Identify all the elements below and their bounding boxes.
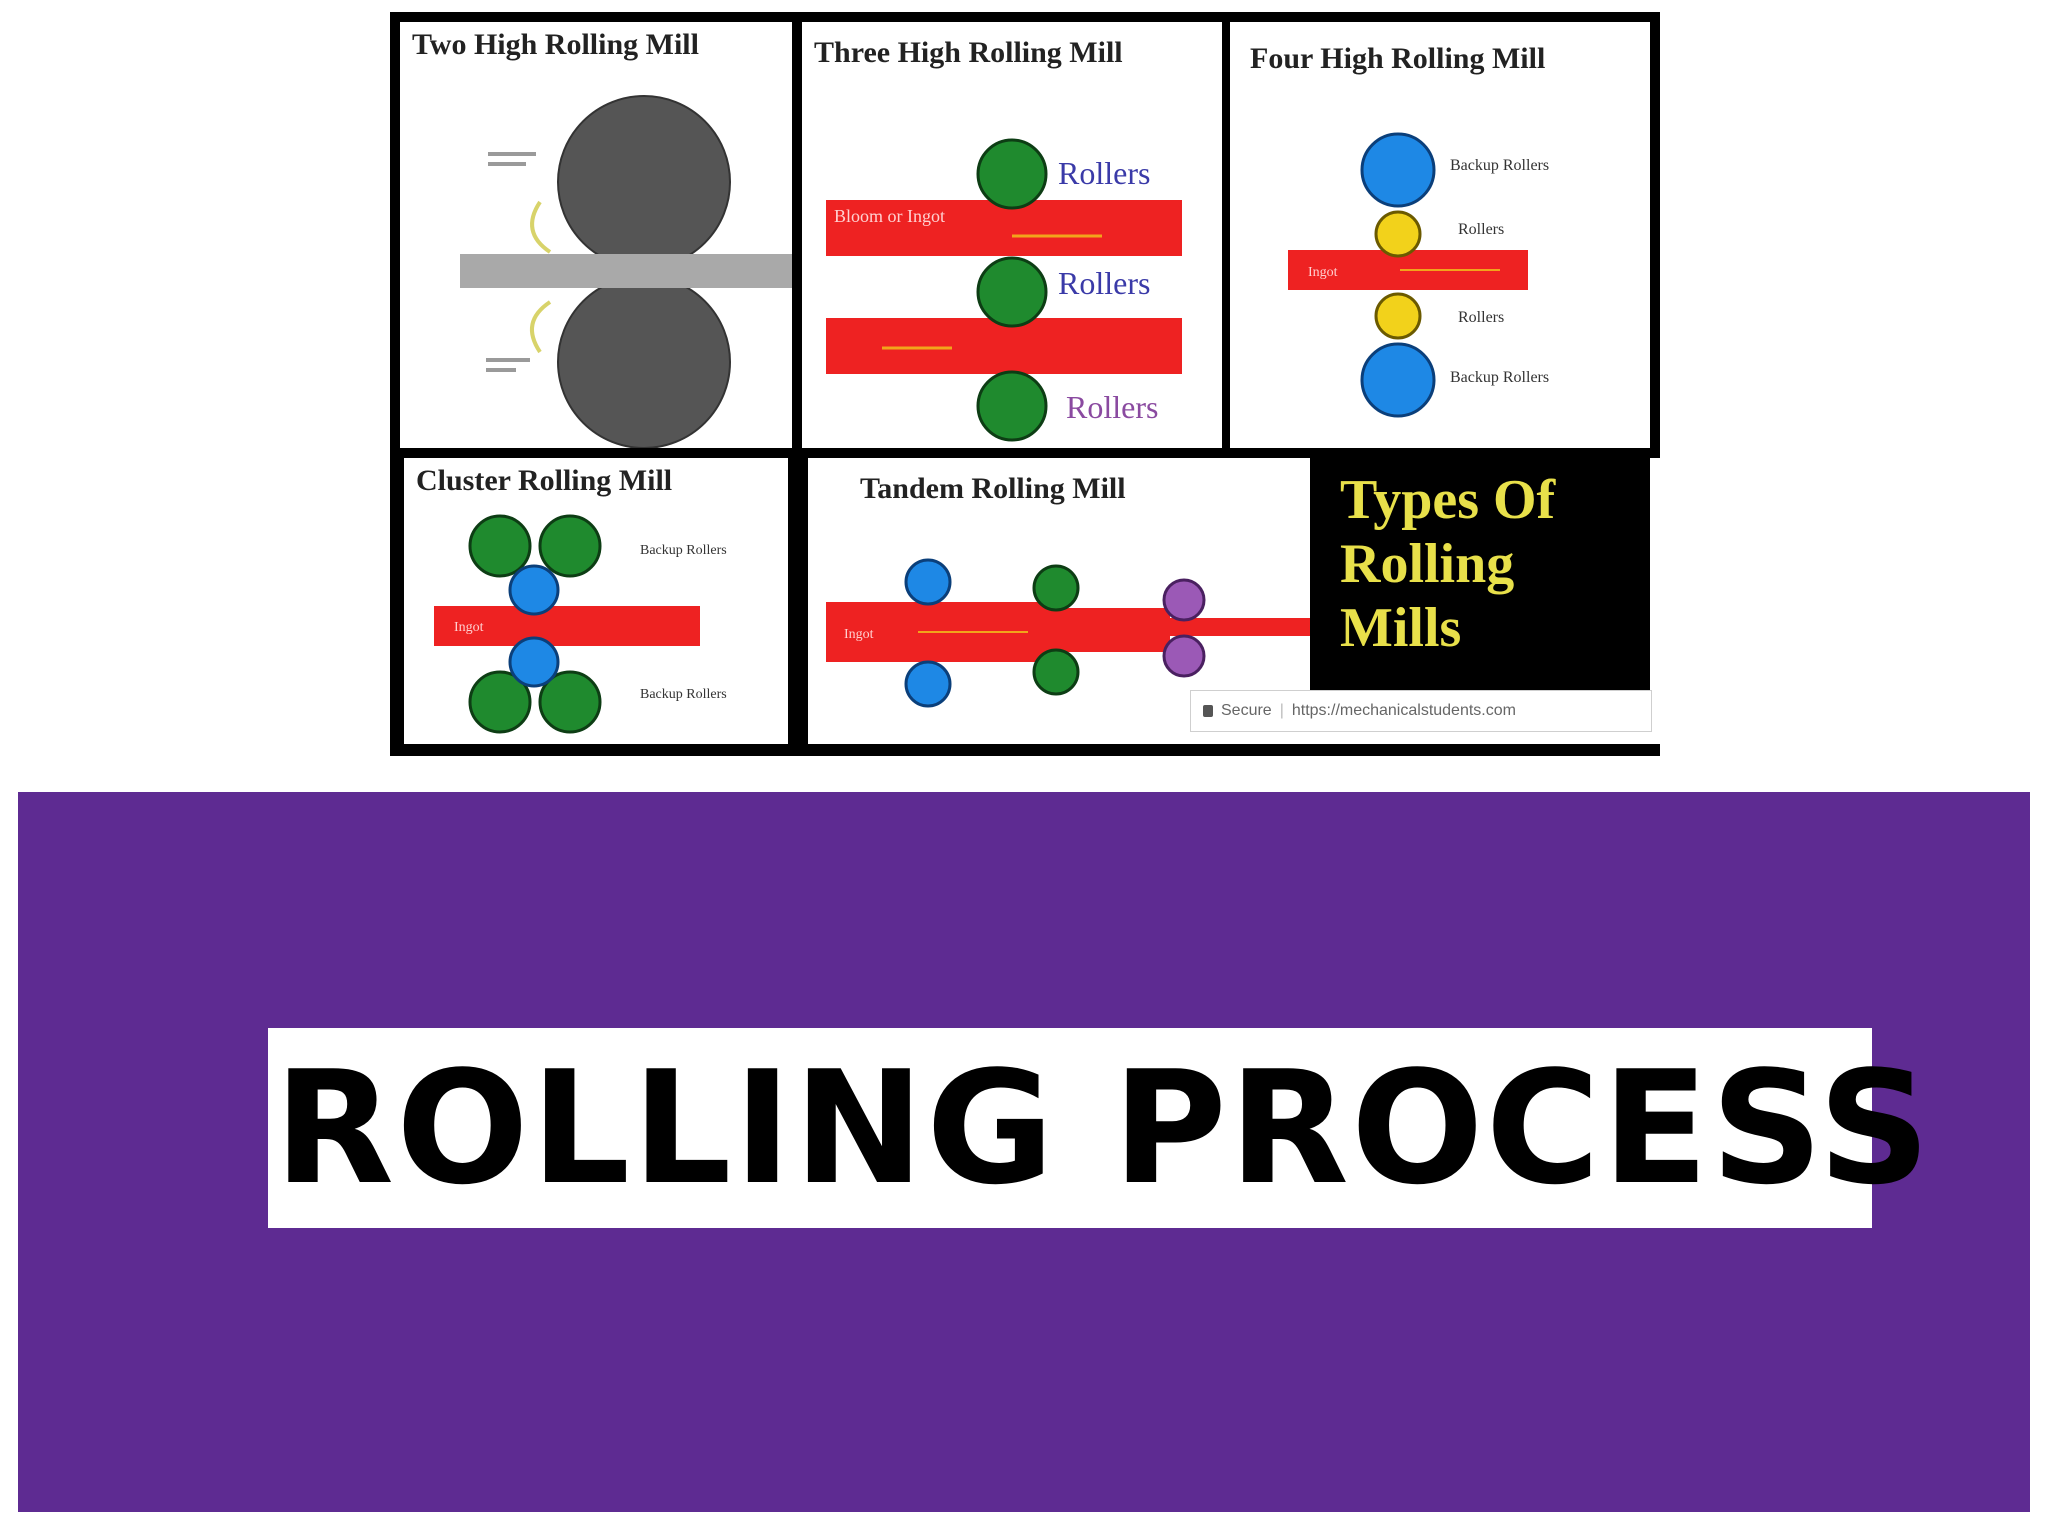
three-high-diagram: Bloom or Ingot Rollers Rollers Rollers (826, 138, 1182, 442)
rolling-mills-collage: Two High Rolling Mill Three High Rolling… (390, 12, 1698, 756)
four-high-diagram: Ingot Backup Rollers Rollers Rollers Bac… (1288, 132, 1549, 418)
annotation-mark (486, 368, 516, 372)
panel-title-four-high: Four High Rolling Mill (1250, 42, 1546, 75)
panel-three-high: Three High Rolling Mill Bloom or Ingot R… (802, 22, 1222, 448)
panel-title-two-high: Two High Rolling Mill (412, 28, 699, 61)
panel-title-cluster: Cluster Rolling Mill (416, 464, 673, 497)
banner-line-1: Types Of (1340, 469, 1556, 531)
cluster-backup-roller (468, 670, 532, 734)
lock-icon (1203, 704, 1213, 717)
types-of-rolling-mills-banner: Types Of Rolling Mills (1310, 450, 1650, 690)
bottom-roller (976, 370, 1048, 442)
annotation-mark (486, 358, 530, 362)
cluster-backup-roller (538, 514, 602, 578)
metal-strip (460, 254, 792, 288)
stand-1-top-roller (904, 558, 952, 606)
work-roller-top (1374, 210, 1422, 258)
work-roller-bottom (1374, 292, 1422, 340)
stand-2-top-roller (1032, 564, 1080, 612)
panel-title-three-high: Three High Rolling Mill (814, 36, 1123, 69)
panel-cluster: Cluster Rolling Mill Ingot Backup Roller… (404, 458, 788, 744)
cluster-backup-roller (538, 670, 602, 734)
annotation-mark (488, 152, 536, 156)
backup-label-bottom: Backup Rollers (640, 687, 727, 702)
stand-3-bottom-roller (1162, 634, 1206, 678)
lower-ingot (826, 318, 1182, 374)
backup-label-top: Backup Rollers (1450, 157, 1549, 174)
backup-roller-top (1360, 132, 1436, 208)
rotation-arrow-top (530, 200, 552, 254)
ingot-label: Ingot (454, 620, 484, 635)
backup-label-bottom: Backup Rollers (1450, 369, 1549, 386)
panel-two-high: Two High Rolling Mill (400, 22, 792, 448)
ingot-stage-2 (1062, 608, 1170, 652)
cluster-backup-roller (468, 514, 532, 578)
ingot-label: Bloom or Ingot (834, 206, 945, 226)
ingot-label: Ingot (844, 627, 874, 642)
panel-four-high: Four High Rolling Mill Ingot Backup Roll… (1230, 22, 1650, 448)
annotation-mark (488, 162, 526, 166)
rollers-label-bottom: Rollers (1458, 309, 1504, 326)
cluster-work-roller-bottom (508, 636, 560, 688)
rollers-label-top: Rollers (1458, 221, 1504, 238)
two-high-diagram (460, 95, 792, 448)
url-text: https://mechanicalstudents.com (1291, 702, 1516, 719)
banner-line-2: Rolling (1340, 533, 1515, 595)
ingot-label: Ingot (1308, 265, 1338, 280)
stand-1-bottom-roller (904, 660, 952, 708)
rollers-label-3: Rollers (1066, 389, 1158, 425)
stand-2-bottom-roller (1032, 648, 1080, 696)
backup-label-top: Backup Rollers (640, 543, 727, 558)
ingot-strip (434, 606, 700, 646)
backup-roller-bottom (1360, 342, 1436, 418)
top-roll (557, 95, 731, 269)
page-title: ROLLING PROCESS (274, 1037, 1933, 1219)
top-roller (976, 138, 1048, 210)
panel-title-tandem: Tandem Rolling Mill (860, 472, 1126, 505)
cluster-work-roller-top (508, 564, 560, 616)
stand-3-top-roller (1162, 578, 1206, 622)
upper-ingot (826, 200, 1182, 256)
middle-roller (976, 256, 1048, 328)
url-separator: | (1279, 702, 1284, 719)
rollers-label-2: Rollers (1058, 265, 1150, 301)
title-box: ROLLING PROCESS (268, 1028, 1933, 1228)
cluster-diagram: Ingot Backup Rollers Backup Rollers (434, 514, 727, 734)
url-watermark: Secure | https://mechanicalstudents.com (1190, 690, 1652, 732)
rotation-arrow-bottom (530, 300, 552, 354)
rollers-label-1: Rollers (1058, 155, 1150, 191)
secure-label: Secure (1221, 702, 1272, 719)
bottom-roll (557, 275, 731, 448)
banner-line-3: Mills (1340, 597, 1462, 659)
